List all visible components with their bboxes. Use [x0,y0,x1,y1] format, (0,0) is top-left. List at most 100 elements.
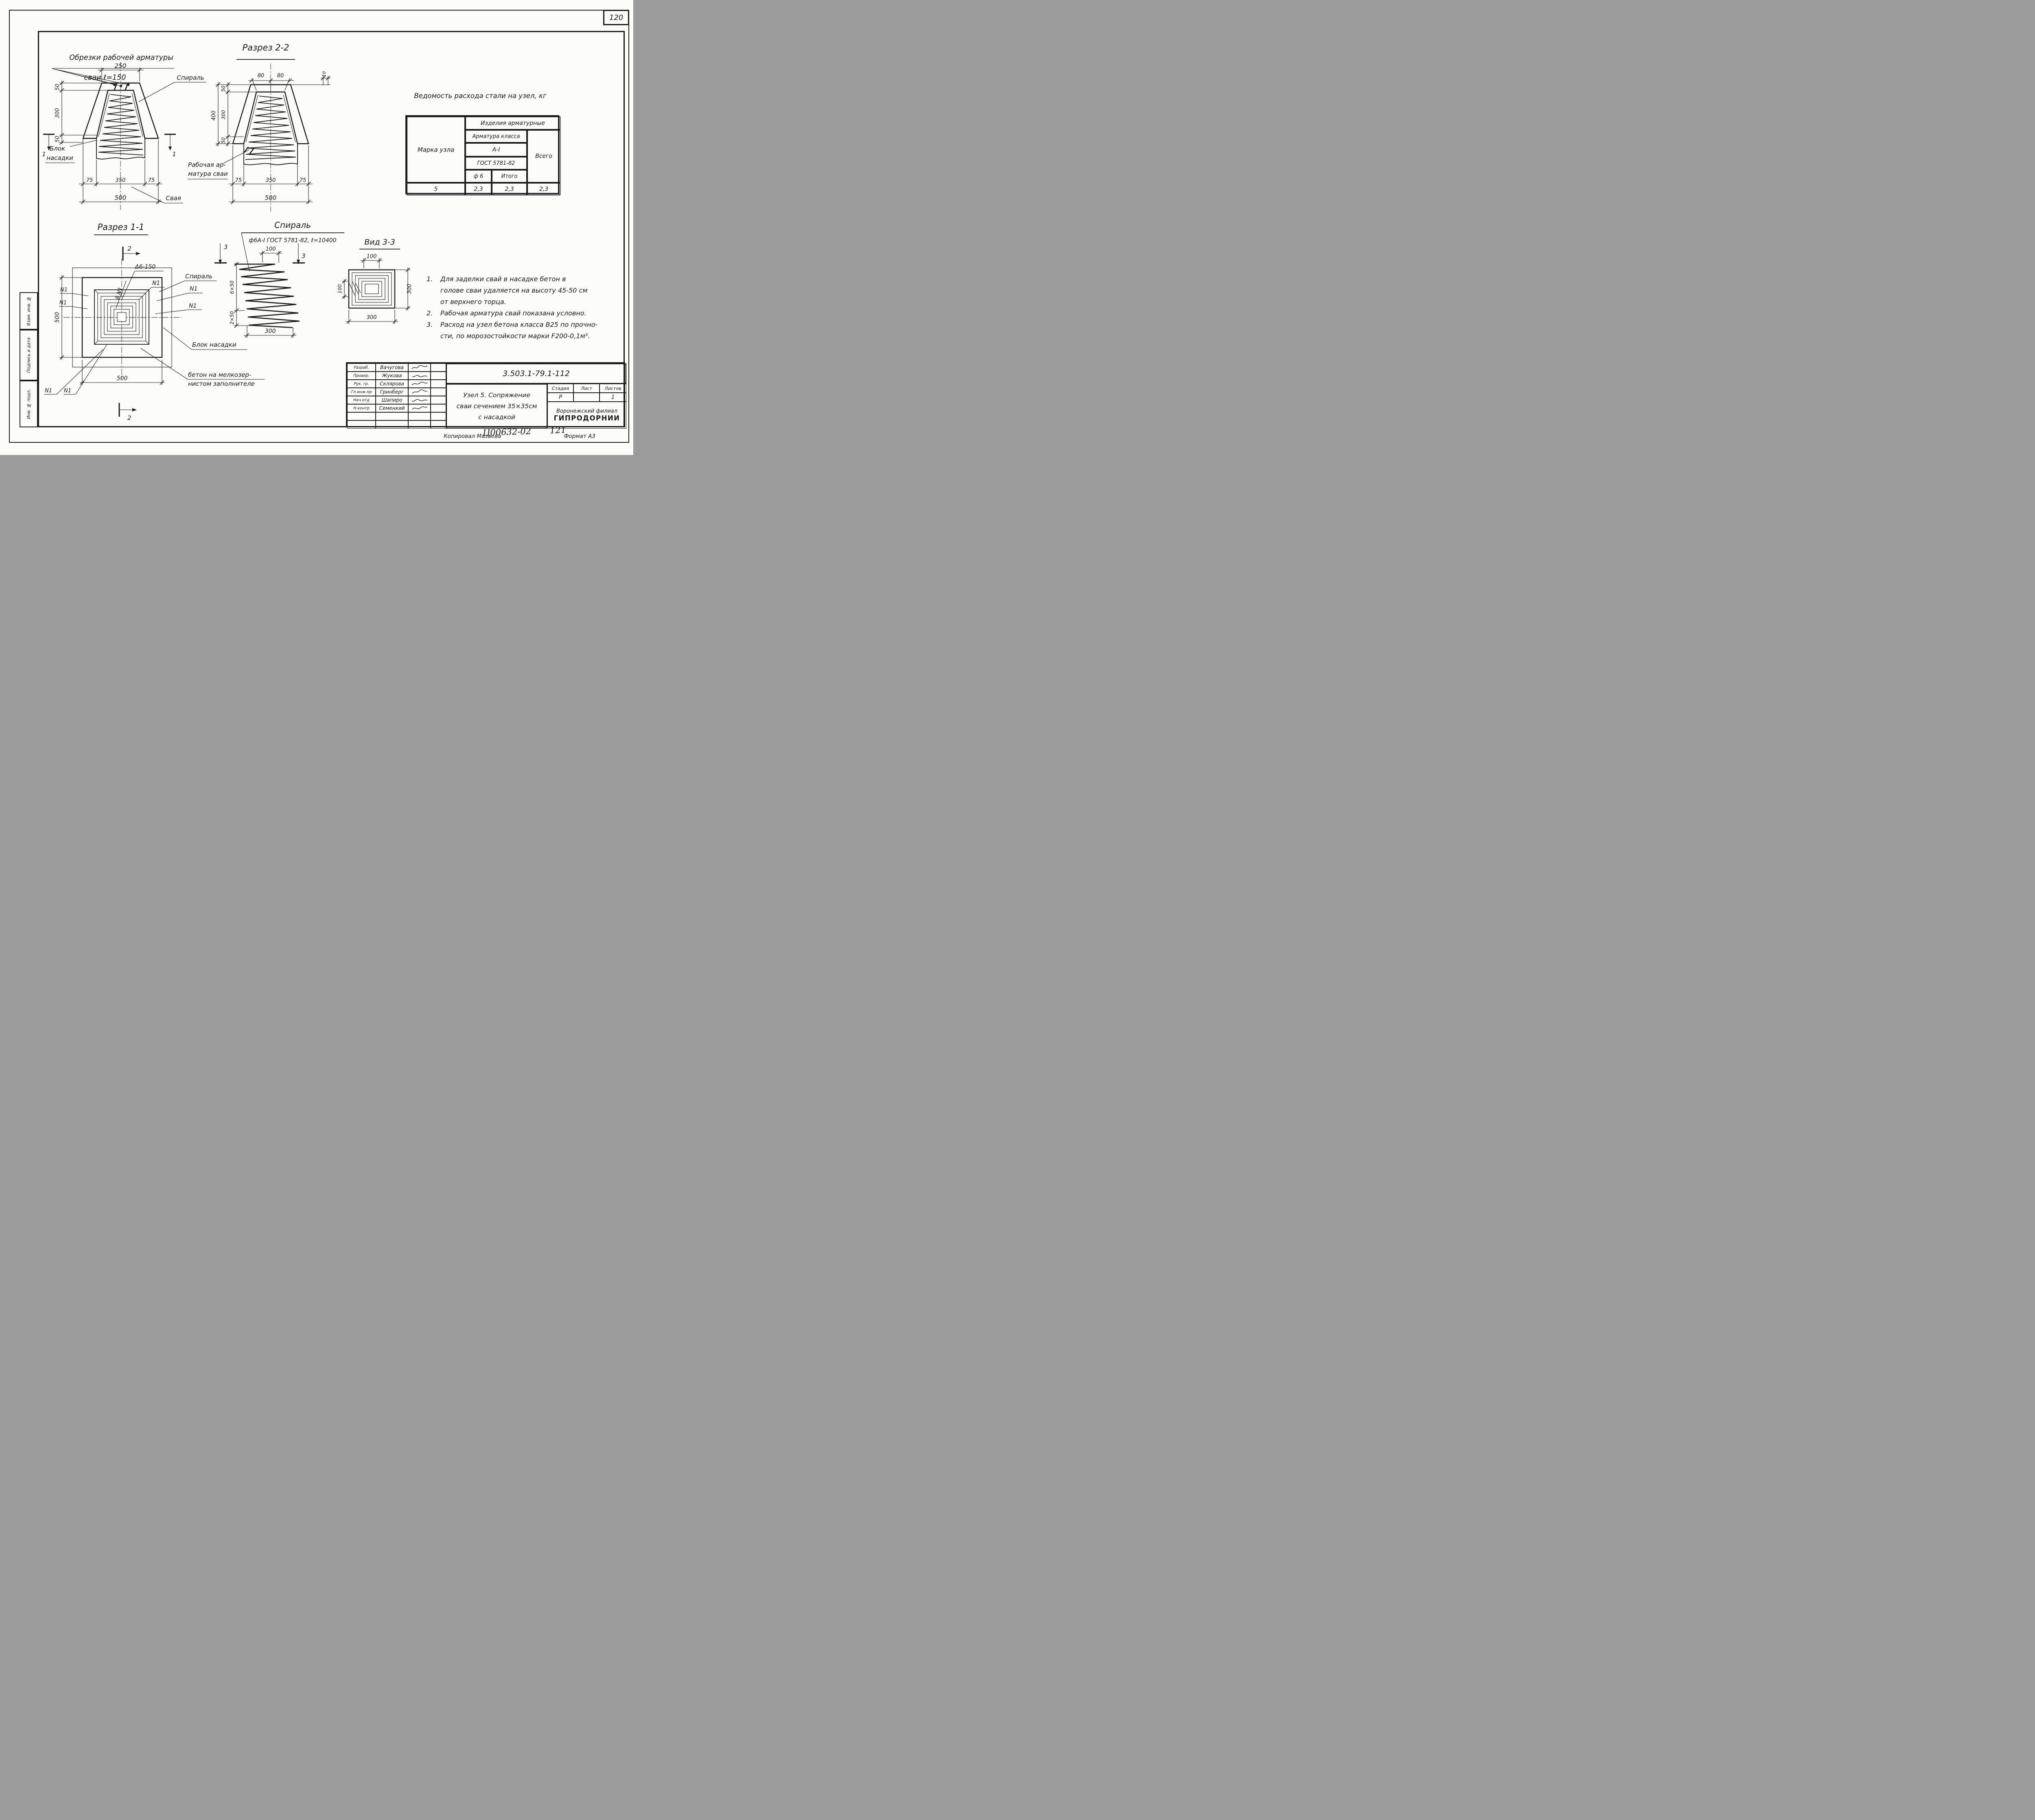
date-cell [431,396,446,404]
dimension-lines [342,258,410,324]
person-name: Шапиро [376,396,408,404]
date-cell [431,363,446,372]
organization-line2: ГИПРОДОРНИИ [554,414,620,422]
dim-2x50: 2×50 [229,311,235,324]
dim-6x50: 6×50 [229,280,235,294]
section-mark-3-right: 3 [293,243,306,264]
label-block: Блок насадки [45,140,96,163]
dim-300: 300 [265,328,276,335]
dim-100: 100 [266,246,276,252]
dimension-lines [59,275,164,385]
note-line: голове сваи удаляется на высоту 45-50 см [440,287,588,294]
margin-cell-vzam: Взам. инв. № [20,292,38,330]
dim-10: 10 [322,71,327,77]
section-mark-2-label: 2 [127,245,131,252]
note-line: сти, по морозостойкости марки F200-0,1м³… [440,332,590,340]
note-line: от верхнего торца. [440,298,506,306]
person-name: Жукова [376,372,408,380]
role-label: Нач.отд [347,396,376,404]
left-section-drawing: 250 50 300 50 75 350 75 500 1 1 Обрезки … [42,54,206,210]
mesh-label: Δ6-150 [135,264,155,270]
drawing-linework: 250 50 300 50 75 350 75 500 1 1 Обрезки … [42,43,413,422]
margin-cell-podpis: Подпись и дата [20,330,38,381]
section-mark-1-label: 1 [172,151,176,158]
empty-row [347,420,376,429]
person-name: Семенкий [376,404,408,412]
section-mark-3-label: 3 [302,252,306,260]
pile-head-section [96,90,145,160]
signature [411,399,427,402]
stage-value: Р [547,393,573,402]
section-mark-2-label: 2 [127,414,131,422]
title-block: Разраб. Вачугова Провер. Жукова Рук. гр.… [346,362,626,429]
spiral-reinforcement [245,96,296,160]
spiral-plan-coils [97,293,146,341]
n1-label: N1 [190,286,197,292]
general-notes: 1.Для заделки свай в насадке бетон в гол… [427,273,630,342]
person-name: Склярова [376,380,408,388]
section-mark-1-left: 1 [42,133,55,158]
empty-row [431,412,446,420]
dim-50-top: 50 [221,85,226,92]
role-label: Гл.инж.пр [347,388,376,396]
label-n1-right-1: N1 [156,286,203,301]
steel-table: Марка узла Изделия арматурные Арматура к… [405,115,560,195]
socket-seam [98,93,143,137]
steel-table-title: Ведомость расхода стали на узел, кг [414,92,547,100]
n1-label: N1 [64,388,71,394]
block-label-line2: насадки [46,154,73,162]
dim-300-bottom: 300 [367,315,377,321]
spiral-spec: ф6А-I ГОСТ 5781-82, ℓ=10400 [249,237,336,244]
note-number: 2. [427,309,433,317]
cap-plan-hatched [81,277,163,358]
date-cell [431,372,446,380]
role-label: Рук. гр. [347,380,376,388]
dimension-lines [59,68,162,204]
label-concrete: бетон на мелкозер- нистом заполнителе [140,348,265,387]
signature-cell [408,388,431,396]
pile-socket-plan [94,289,149,345]
label-block-full: Блок насадки [163,327,247,350]
role-label: Н.контр [347,404,376,412]
dim-75-right: 75 [148,177,155,184]
total-header: Всего [527,130,560,183]
dim-500-left: 500 [54,312,61,323]
signature-cell [408,404,431,412]
note-number: 3. [427,321,433,328]
section-mark-3-left: 3 [214,243,228,264]
drawing-title-line3: с насадкой [478,413,515,421]
cut-bars-line1: Обрезки рабочей арматуры [69,54,173,62]
label-n1-bottom-1: N1 [44,349,104,395]
cut-bars-line2: сваи ℓ=150 [84,74,126,82]
organization-cell: Воронежский филиал ГИПРОДОРНИИ [547,402,626,429]
signature-cell [408,363,431,372]
gost-cell: ГОСТ 5781-82 [465,157,527,170]
dim-400: 400 [211,111,217,121]
spiral-title: Спираль [274,220,311,230]
label-n1-left-1: N1 [60,287,89,296]
n1-label: N1 [189,303,197,309]
sheets-value: 1 [600,393,626,402]
label-working-rebar: Рабочая ар- матура сваи [188,149,249,179]
margin-cell-inv: Инв. № подл. [20,381,38,427]
dim-50-bottom: 50 [221,137,226,144]
steel-class-cell: А-I [465,143,527,157]
section-2-2-drawing: Разрез 2-2 80 80 10 40 [188,43,330,212]
pile-label: Свая [166,195,181,202]
empty-row [431,420,446,429]
page-number: 120 [609,13,624,22]
cap-block-section [82,82,159,139]
stage-header: Стадия [547,384,573,393]
n1-label: N1 [60,287,68,293]
signature-cell [408,380,431,388]
drawing-title-line1: Узел 5. Сопряжение [463,391,530,399]
dim-75-left: 75 [235,177,242,184]
dim-350: 350 [266,177,276,184]
section-mark-1-right: 1 [164,133,176,158]
pile-head-section [243,92,298,165]
dim-80-left: 80 [258,73,265,79]
section-2-2-title: Разрез 2-2 [242,43,289,52]
dim-500: 500 [265,194,277,201]
spiral-coil [234,263,300,328]
dim-top-250: 250 [115,62,127,70]
